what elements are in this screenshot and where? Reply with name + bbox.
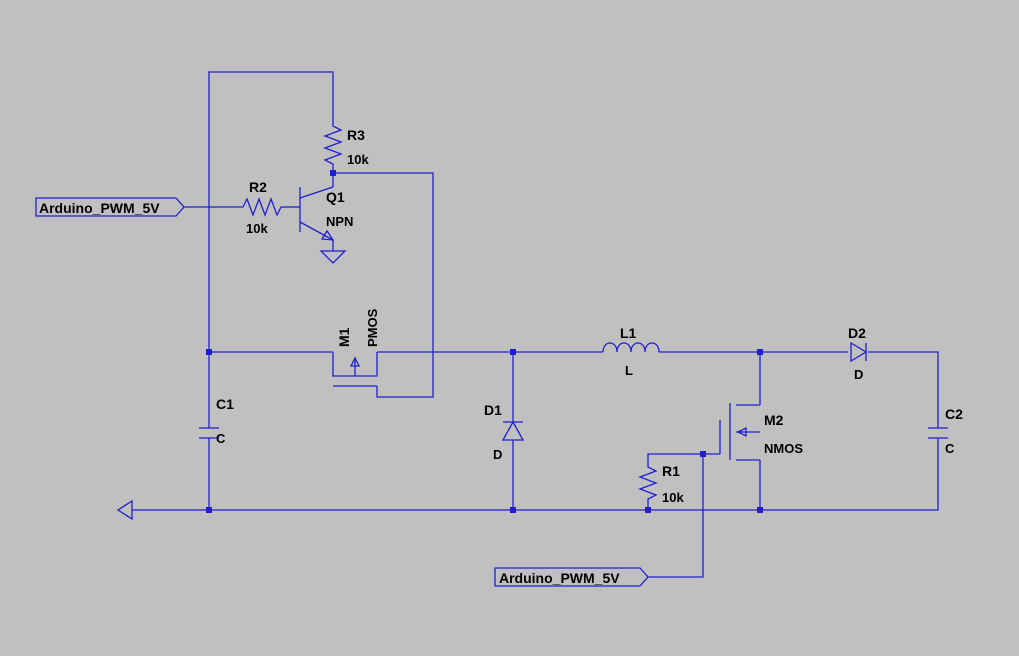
junction-dot [330,170,336,176]
resistor-r1[interactable]: R1 10k [638,462,684,505]
junction-dot [645,507,651,513]
d1-ref: D1 [484,402,502,418]
junction-dot [757,349,763,355]
m1-ref: M1 [336,327,352,347]
c2-value: C [945,441,955,456]
m2-ref: M2 [764,412,784,428]
l1-value: L [625,363,633,378]
d2-ref: D2 [848,325,866,341]
wires [132,71,939,578]
inductor-l1[interactable]: L1 L [602,325,660,378]
q1-value: NPN [326,214,353,229]
r3-value: 10k [347,152,369,167]
r3-ref: R3 [347,127,365,143]
junction-dot [700,451,706,457]
m2-value: NMOS [764,441,803,456]
capacitor-c1[interactable]: C1 C [199,396,234,446]
c1-ref: C1 [216,396,234,412]
port-in-bottom[interactable]: Arduino_PWM_5V [494,567,649,587]
ground-arrow-icon [116,499,133,521]
junction-dot [757,507,763,513]
junction-dot [510,349,516,355]
capacitor-c2[interactable]: C2 C [928,406,963,456]
port-in-top-label: Arduino_PWM_5V [39,200,160,216]
junction-dot [510,507,516,513]
mosfet-m2[interactable]: M2 NMOS [719,403,803,461]
d1-value: D [493,447,502,462]
m1-value: PMOS [365,308,380,347]
diode-d1[interactable]: D1 D [484,402,525,462]
mosfet-m1[interactable]: M1 PMOS [332,308,380,387]
l1-ref: L1 [620,325,637,341]
r2-ref: R2 [249,179,267,195]
transistor-q1[interactable]: Q1 NPN [299,186,353,241]
r2-value: 10k [246,221,268,236]
junction-dot [206,349,212,355]
junction-dot [206,507,212,513]
ground-icon [319,250,347,264]
c1-value: C [216,431,226,446]
resistor-r2[interactable]: R2 10k [237,179,285,236]
diode-d2[interactable]: D2 D [848,325,868,382]
resistor-r3[interactable]: R3 10k [323,120,369,168]
r1-ref: R1 [662,463,680,479]
r1-value: 10k [662,490,684,505]
d2-value: D [854,367,863,382]
junctions [206,170,763,513]
port-in-top[interactable]: Arduino_PWM_5V [35,197,185,217]
port-in-bottom-label: Arduino_PWM_5V [499,570,620,586]
c2-ref: C2 [945,406,963,422]
q1-ref: Q1 [326,189,345,205]
